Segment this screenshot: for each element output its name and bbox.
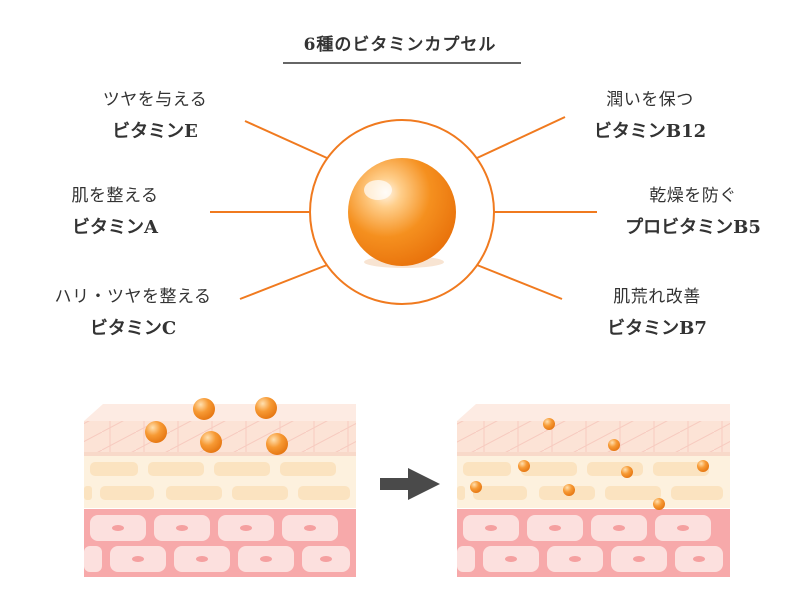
label-vitamin-a: 肌を整える ビタミンA [15,180,215,244]
transition-arrow [380,468,440,500]
label-vitamin-b7-effect: 肌荒れ改善 [613,287,701,307]
ray-vitamin-e [244,120,328,159]
label-vitamin-c: ハリ・ツヤを整える ビタミンC [33,281,233,345]
label-vitamin-c-effect: ハリ・ツヤを整える [54,287,212,307]
label-vitamin-c-name: ビタミンC [89,318,177,339]
skin-after-capsules [470,418,709,510]
label-vitamin-e: ツヤを与える ビタミンE [55,84,255,148]
skin-before-top-face [84,404,356,421]
skin-before-capsules [145,397,288,455]
label-vitamin-a-effect: 肌を整える [71,186,159,206]
label-vitamin-b12: 潤いを保つ ビタミンB12 [540,84,760,148]
ray-vitamin-b12 [476,116,566,159]
label-provitamin-b5-effect: 乾燥を防ぐ [649,186,737,206]
skin-before [84,397,356,577]
label-vitamin-b7-name: ビタミンB7 [607,318,707,339]
label-vitamin-e-effect: ツヤを与える [102,90,208,110]
rays [210,116,597,300]
ray-vitamin-c [239,264,328,300]
label-vitamin-b7: 肌荒れ改善 ビタミンB7 [547,281,767,345]
capsule-highlight [364,180,392,200]
label-provitamin-b5-name: プロビタミンB5 [625,217,761,238]
label-vitamin-b12-effect: 潤いを保つ [606,90,694,110]
title-underline [283,62,521,64]
label-vitamin-a-name: ビタミンA [72,217,158,238]
page-title: 6種のビタミンカプセル [303,35,497,55]
label-vitamin-b12-name: ビタミンB12 [593,121,707,142]
label-vitamin-e-name: ビタミンE [112,121,198,142]
skin-after [457,404,730,577]
ray-vitamin-b7 [476,264,563,300]
skin-after-top-face [457,404,730,421]
label-provitamin-b5: 乾燥を防ぐ プロビタミンB5 [583,180,803,244]
vitamin-capsule [348,158,456,266]
